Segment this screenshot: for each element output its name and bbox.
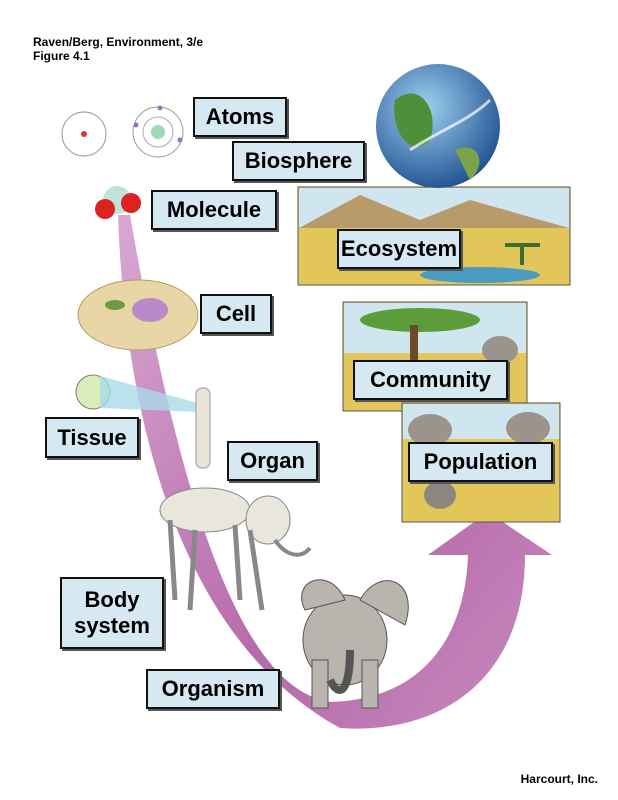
elephant-illustration: [301, 579, 409, 709]
label-atoms: Atoms: [193, 97, 287, 137]
label-ecosystem: Ecosystem: [337, 229, 461, 269]
hierarchy-arrow: [118, 215, 552, 729]
label-molecule: Molecule: [151, 190, 277, 230]
globe-illustration: [376, 64, 500, 188]
publisher-credit: Harcourt, Inc.: [520, 772, 598, 786]
label-biosphere: Biosphere: [232, 141, 365, 181]
label-organism: Organism: [146, 669, 280, 709]
label-organ: Organ: [227, 441, 318, 481]
label-body-system-line-1: Body: [84, 587, 140, 612]
tissue-illustration: [75, 374, 205, 412]
bone-illustration: [195, 387, 211, 469]
caption-line-1: Raven/Berg, Environment, 3/e: [33, 35, 204, 49]
caption-line-2: Figure 4.1: [33, 49, 90, 63]
label-body-system-line-2: system: [74, 613, 150, 638]
label-community: Community: [353, 360, 508, 400]
label-body-system: Body system: [60, 577, 164, 649]
skeleton-illustration: [159, 487, 312, 611]
label-cell: Cell: [200, 294, 272, 334]
atom-illustration: [61, 105, 184, 158]
label-tissue: Tissue: [45, 417, 139, 458]
molecule-illustration: [95, 186, 141, 219]
label-population: Population: [408, 442, 553, 482]
cell-illustration: [77, 279, 199, 351]
